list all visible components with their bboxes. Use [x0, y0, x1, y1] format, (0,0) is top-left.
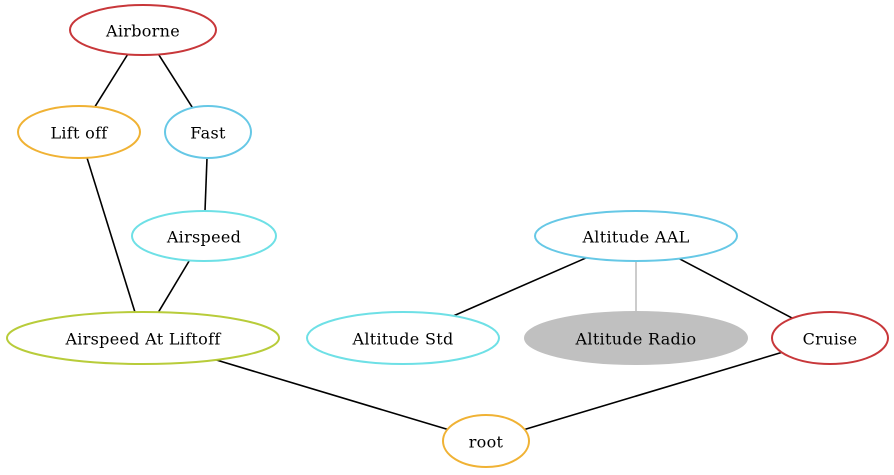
node-shape-altitude-aal[interactable] — [534, 210, 738, 262]
edge-fast-to-airspeed — [204, 157, 208, 212]
node-altitude-aal[interactable]: Altitude AAL — [534, 210, 738, 262]
node-shape-lift-off[interactable] — [17, 105, 141, 159]
node-label-altitude-radio: Altitude Radio — [575, 330, 697, 349]
node-label-airspeed-at-liftoff: Airspeed At Liftoff — [64, 330, 221, 349]
edge-altitude-aal-to-altitude-std — [453, 257, 587, 317]
node-shape-root[interactable] — [442, 414, 530, 468]
edges-layer — [86, 53, 793, 431]
node-lift-off[interactable]: Lift off — [17, 105, 141, 159]
node-airborne[interactable]: Airborne — [69, 4, 217, 56]
node-root[interactable]: root — [442, 414, 530, 468]
node-label-altitude-aal: Altitude AAL — [581, 228, 689, 247]
node-altitude-radio[interactable]: Altitude Radio — [524, 311, 748, 365]
edge-lift-off-to-airspeed-at-liftoff — [86, 157, 136, 313]
node-label-fast: Fast — [190, 124, 226, 143]
edge-airspeed-to-airspeed-at-liftoff — [157, 260, 191, 313]
node-shape-cruise[interactable] — [771, 311, 889, 365]
node-shape-airspeed[interactable] — [131, 210, 277, 262]
node-shape-fast[interactable] — [164, 105, 252, 159]
node-shape-altitude-std[interactable] — [306, 311, 500, 365]
node-shape-airspeed-at-liftoff[interactable] — [6, 311, 280, 365]
node-fast[interactable]: Fast — [164, 105, 252, 159]
node-label-cruise: Cruise — [803, 330, 858, 349]
node-airspeed-at-liftoff[interactable]: Airspeed At Liftoff — [6, 311, 280, 365]
node-label-altitude-std: Altitude Std — [352, 330, 454, 349]
node-altitude-std[interactable]: Altitude Std — [306, 311, 500, 365]
node-shape-altitude-radio[interactable] — [524, 311, 748, 365]
node-airspeed[interactable]: Airspeed — [131, 210, 277, 262]
edge-cruise-to-root — [524, 351, 783, 431]
edge-airborne-to-lift-off — [94, 53, 129, 108]
node-label-airborne: Airborne — [105, 22, 180, 41]
node-cruise[interactable]: Cruise — [771, 311, 889, 365]
edge-airspeed-at-liftoff-to-root — [215, 359, 448, 431]
edge-airborne-to-fast — [157, 53, 194, 109]
edge-altitude-aal-to-cruise — [678, 257, 793, 319]
node-label-root: root — [469, 433, 504, 452]
node-label-airspeed: Airspeed — [166, 228, 241, 247]
node-label-lift-off: Lift off — [50, 124, 108, 143]
node-shape-airborne[interactable] — [69, 4, 217, 56]
